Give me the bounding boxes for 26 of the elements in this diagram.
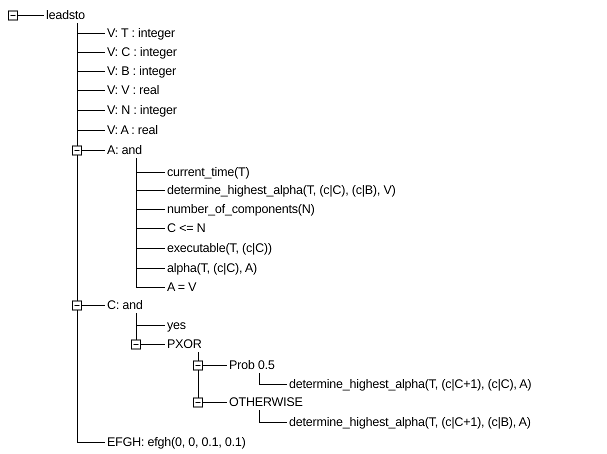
tree-node-label: V: N : integer bbox=[107, 102, 177, 118]
tree-node-label: C: and bbox=[107, 297, 143, 313]
tree-node-label: A = V bbox=[167, 279, 196, 295]
tree-node-label: V: V : real bbox=[107, 82, 160, 98]
tree-node-label: PXOR bbox=[167, 336, 202, 352]
tree-node-label: leadsto bbox=[46, 7, 85, 23]
tree-node-label: yes bbox=[167, 317, 186, 333]
tree-branch-line bbox=[136, 312, 166, 345]
tree-node-label: V: A : real bbox=[107, 122, 158, 138]
tree-node-label: C <= N bbox=[167, 220, 206, 236]
tree-node-label: alpha(T, (c|C), A) bbox=[167, 260, 257, 276]
tree-node-label: determine_highest_alpha(T, (c|C+1), (c|C), A) bbox=[289, 376, 532, 392]
tree-node-label: determine_highest_alpha(T, (c|C), (c|B), V) bbox=[167, 182, 396, 198]
tree-node-label: A: and bbox=[107, 142, 142, 158]
tree-branch-line bbox=[259, 410, 288, 423]
tree-node-label: current_time(T) bbox=[167, 164, 250, 180]
tree-node-label: OTHERWISE bbox=[229, 394, 303, 410]
tree-node-label: V: B : integer bbox=[107, 63, 176, 79]
tree-node-label: executable(T, (c|C)) bbox=[167, 240, 272, 256]
tree-node-label: Prob 0.5 bbox=[229, 357, 275, 373]
tree-node-label: number_of_components(N) bbox=[167, 201, 315, 217]
tree-node-label: V: C : integer bbox=[107, 44, 177, 60]
tree-node-label: EFGH: efgh(0, 0, 0.1, 0.1) bbox=[107, 434, 246, 450]
tree-node-label: V: T : integer bbox=[107, 25, 175, 41]
tree-node-label: determine_highest_alpha(T, (c|C+1), (c|B), A) bbox=[289, 414, 531, 430]
tree-branch-line bbox=[259, 372, 288, 385]
